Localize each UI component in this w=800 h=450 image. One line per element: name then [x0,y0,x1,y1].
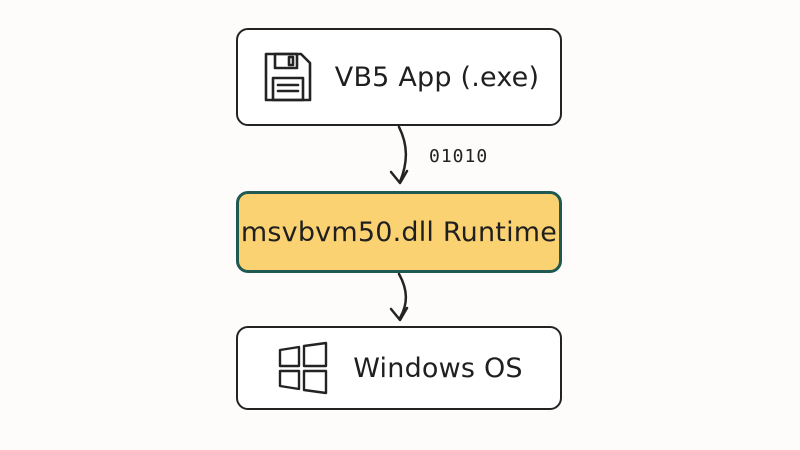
node-vb5-app: VB5 App (.exe) [236,28,562,126]
node-label-runtime: msvbvm50.dll Runtime [240,216,558,248]
edge-label-binary: 01010 [429,146,489,167]
arrow-runtime-to-os [397,272,408,320]
arrowhead-runtime-to-os [389,306,409,322]
node-label-app: VB5 App (.exe) [334,61,540,93]
node-windows-os: Windows OS [236,326,562,410]
node-label-os: Windows OS [353,352,523,384]
windows-logo-icon [275,340,331,396]
arrow-app-to-runtime [397,125,408,184]
node-msvbvm50-runtime: msvbvm50.dll Runtime [236,191,562,273]
floppy-disk-icon [259,49,315,105]
arrowhead-app-to-runtime [389,169,409,185]
